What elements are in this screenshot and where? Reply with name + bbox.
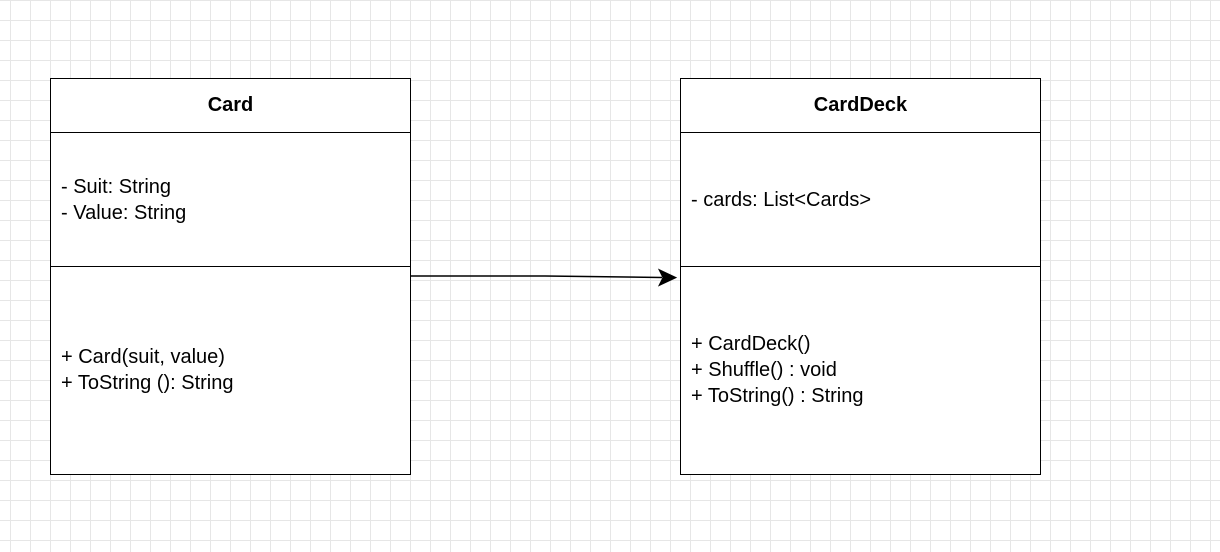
class-carddeck-attributes: - cards: List<Cards> (681, 133, 1040, 267)
arrowhead-icon (657, 268, 678, 287)
association-line[interactable] (411, 275, 663, 279)
class-card-attribute: - Value: String (61, 201, 187, 224)
class-carddeck-name: CardDeck (681, 79, 1040, 133)
class-card-attributes: - Suit: String - Value: String (51, 133, 410, 267)
class-card-name: Card (51, 79, 410, 133)
class-carddeck[interactable]: CardDeck - cards: List<Cards> + CardDeck… (680, 78, 1041, 475)
class-card-operation: + Card(suit, value) (61, 346, 225, 368)
class-carddeck-operation: + ToString() : String (691, 385, 864, 407)
class-card-operations: + Card(suit, value) + ToString (): Strin… (51, 267, 410, 473)
class-card-operation: + ToString (): String (61, 372, 234, 394)
class-carddeck-attribute: - cards: List<Cards> (691, 188, 872, 211)
class-carddeck-operations: + CardDeck() + Shuffle() : void + ToStri… (681, 267, 1040, 473)
class-carddeck-operation: + Shuffle() : void (691, 359, 837, 381)
class-card-attribute: - Suit: String (61, 175, 172, 198)
class-card[interactable]: Card - Suit: String - Value: String + Ca… (50, 78, 411, 475)
class-carddeck-operation: + CardDeck() (691, 333, 811, 355)
